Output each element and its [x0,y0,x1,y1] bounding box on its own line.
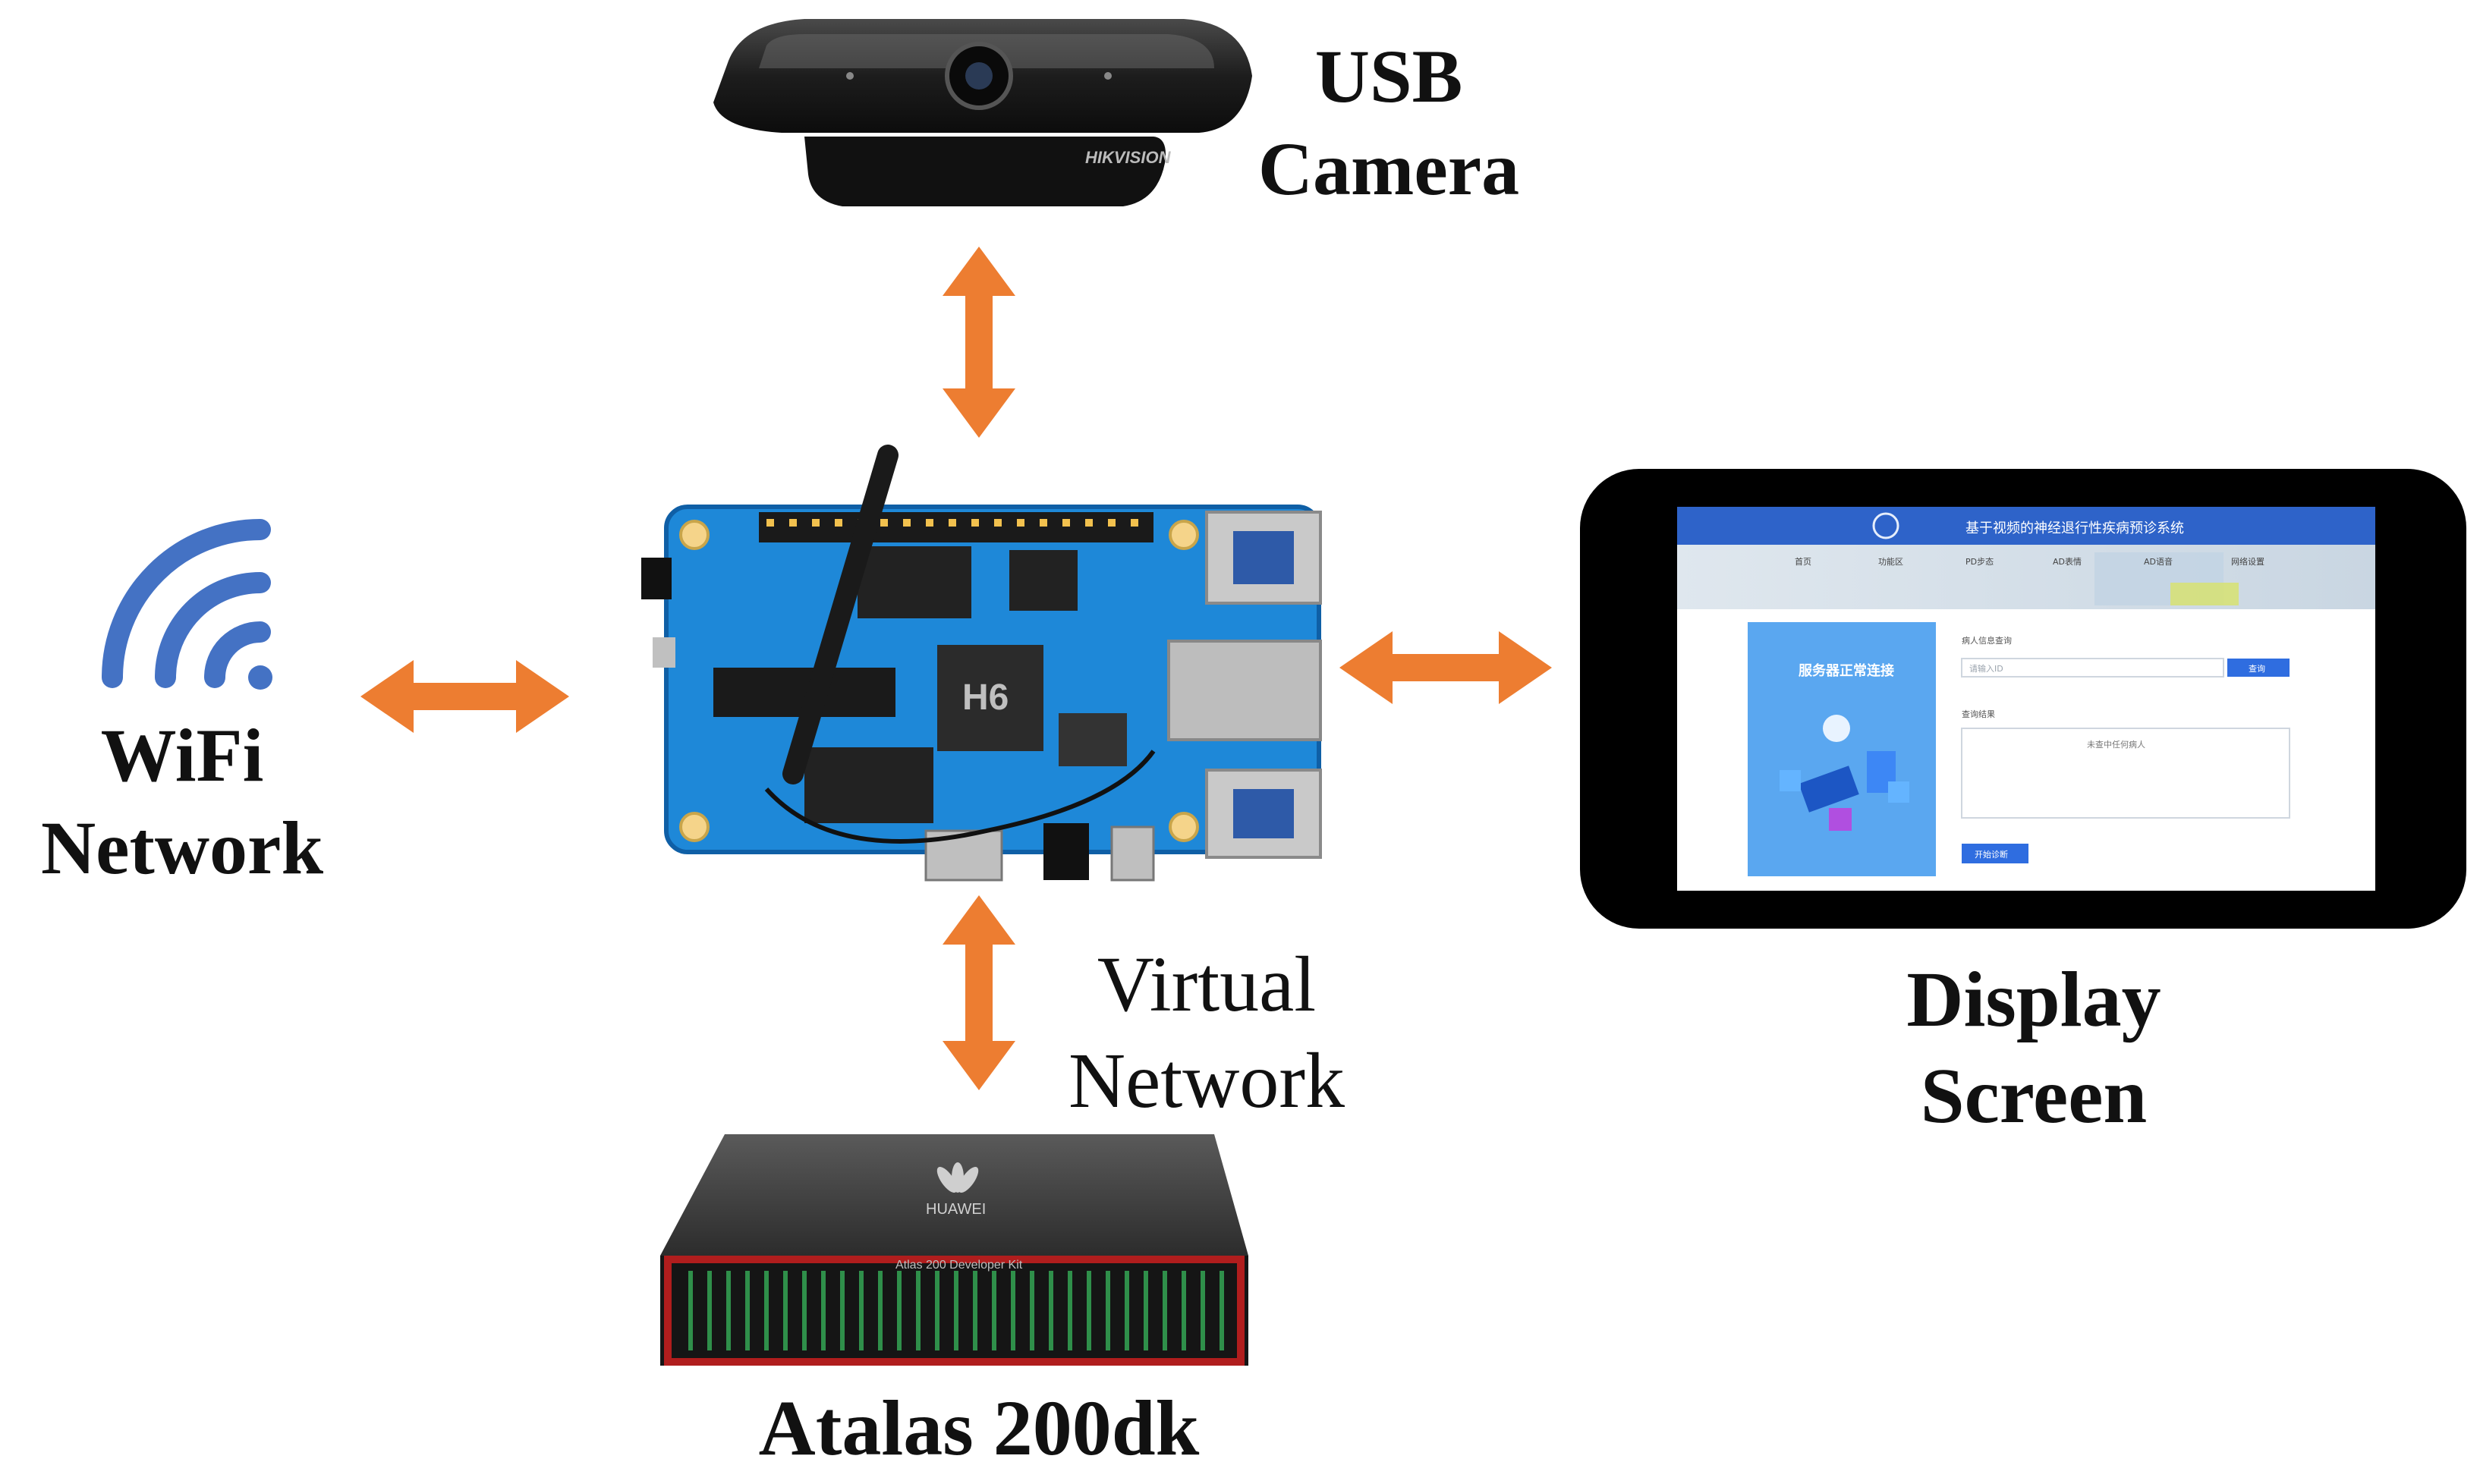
board-chip-text: H6 [962,678,1009,718]
usb-camera-image: HIKVISION [713,19,1252,206]
app-nav-network[interactable]: 网络设置 [2231,556,2264,567]
app-start-button[interactable] [1962,844,2028,863]
arrow-board-atlas [943,895,1015,1090]
orange-pi-board-image: H6 [641,445,1322,882]
usb-camera-label: USB Camera [1229,30,1548,215]
virtual-network-label-line2: Network [1068,1036,1345,1124]
app-query-button[interactable] [2227,659,2290,677]
virtual-network-label-line1: Virtual [1097,941,1317,1028]
app-result-empty: 未查中任何病人 [2087,739,2145,750]
app-nav-pd-gait[interactable]: PD步态 [1965,557,1994,567]
arrow-wifi-board [360,660,569,733]
huawei-logo [936,1162,979,1193]
app-id-input[interactable]: 请输入ID [1969,663,2003,674]
server-illustration [1780,715,1909,831]
arrow-camera-board [943,247,1015,438]
atlas-label: Atalas 200dk [758,1385,1200,1472]
app-nav-ad-voice[interactable]: AD语音 [2144,556,2173,567]
app-result-label: 查询结果 [1962,709,1995,719]
app-nav-ad-expression[interactable]: AD表情 [2053,556,2082,567]
app-server-status: 服务器正常连接 [1799,662,1894,679]
atlas-200dk-image: HUAWEI Atlas 200 Developer Kit [660,1134,1248,1366]
app-query-label: 病人信息查询 [1962,635,2012,646]
display-screen-label-line2: Screen [1920,1052,2148,1140]
arrow-board-display [1339,631,1552,704]
usb-camera-label-line1: USB [1314,34,1463,118]
display-screen-label: Display Screen [1852,952,2216,1145]
wifi-network-label-line1: WiFi [100,713,264,797]
app-query-button-label: 查询 [2249,663,2265,674]
wifi-network-label-line2: Network [40,806,324,890]
display-screen-device: 基于视频的神经退行性疾病预诊系统 首页 功能区 PD步态 AD表情 AD语音 网… [1580,469,2466,929]
atlas-brand-text: HUAWEI [926,1201,986,1218]
app-start-button-label: 开始诊断 [1975,849,2008,860]
app-title: 基于视频的神经退行性疾病预诊系统 [1965,520,2184,536]
app-nav-home[interactable]: 首页 [1795,556,1811,567]
wifi-network-label: WiFi Network [23,709,341,894]
camera-brand-text: HIKVISION [1085,148,1172,167]
usb-camera-label-line2: Camera [1257,127,1520,211]
virtual-network-label: Virtual Network [1047,937,1366,1130]
wifi-icon [102,519,272,690]
display-screen-label-line1: Display [1906,956,2161,1043]
atlas-kit-text: Atlas 200 Developer Kit [895,1259,1023,1272]
app-nav-features[interactable]: 功能区 [1878,556,1903,567]
